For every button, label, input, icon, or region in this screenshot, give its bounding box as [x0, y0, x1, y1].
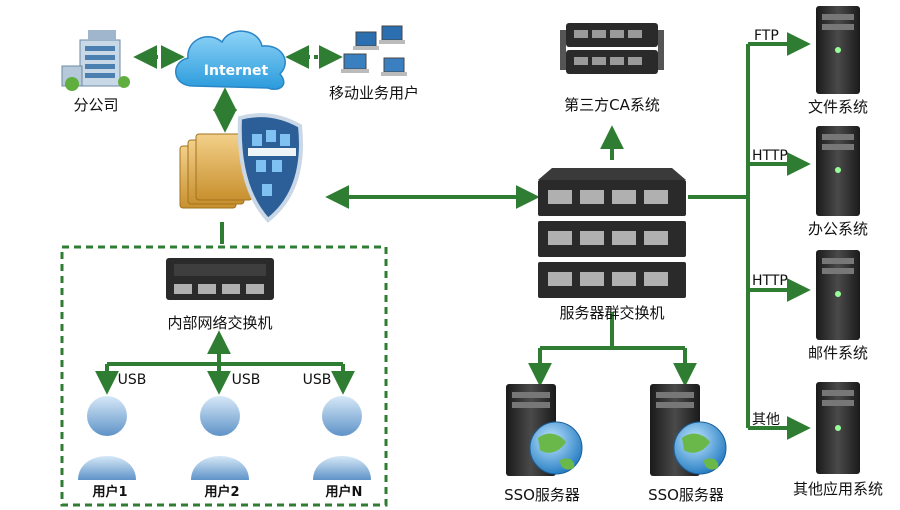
- internet-label: Internet: [204, 63, 269, 79]
- file-system-label: 文件系统: [808, 98, 868, 116]
- user-icon: [313, 396, 371, 480]
- usb-link-label: USB: [118, 372, 147, 388]
- user-icon: [191, 396, 249, 480]
- switch-icon: [538, 168, 686, 298]
- server-tower-icon: [816, 250, 860, 340]
- usb-link-label: USB: [303, 372, 332, 388]
- cloud-icon: [175, 30, 286, 90]
- http-link-label: HTTP: [752, 148, 788, 164]
- user2-label: 用户2: [203, 484, 239, 500]
- firewall-icon: [179, 113, 303, 223]
- mobile-users-label: 移动业务用户: [329, 84, 419, 102]
- ca-label: 第三方CA系统: [564, 96, 660, 114]
- http-link-label: HTTP: [752, 273, 788, 289]
- switch-icon: [560, 23, 664, 74]
- sso-label: SSO服务器: [648, 486, 724, 504]
- ftp-link-label: FTP: [754, 28, 779, 44]
- globe-icon: [673, 421, 727, 475]
- server-tower-icon: [816, 382, 860, 474]
- user1-label: 用户1: [91, 484, 127, 500]
- user-icon: [78, 396, 136, 480]
- cluster-switch-label: 服务器群交换机: [559, 304, 664, 322]
- internal-switch-label: 内部网络交换机: [167, 314, 272, 332]
- usb-link-label: USB: [232, 372, 261, 388]
- laptop-icon: [341, 25, 407, 76]
- globe-icon: [529, 421, 583, 475]
- branch-label: 分公司: [73, 96, 118, 114]
- other-apps-label: 其他应用系统: [793, 480, 883, 498]
- office-system-label: 办公系统: [808, 220, 868, 238]
- sso-label: SSO服务器: [504, 486, 580, 504]
- building-icon: [61, 30, 130, 91]
- connections: [95, 32, 811, 440]
- server-tower-icon: [816, 126, 860, 216]
- switch-icon: [166, 258, 274, 300]
- userN-label: 用户N: [325, 484, 363, 500]
- other-link-label: 其他: [752, 412, 780, 428]
- mail-system-label: 邮件系统: [808, 344, 868, 362]
- server-tower-icon: [816, 6, 860, 94]
- intranet-boundary: [60, 245, 388, 507]
